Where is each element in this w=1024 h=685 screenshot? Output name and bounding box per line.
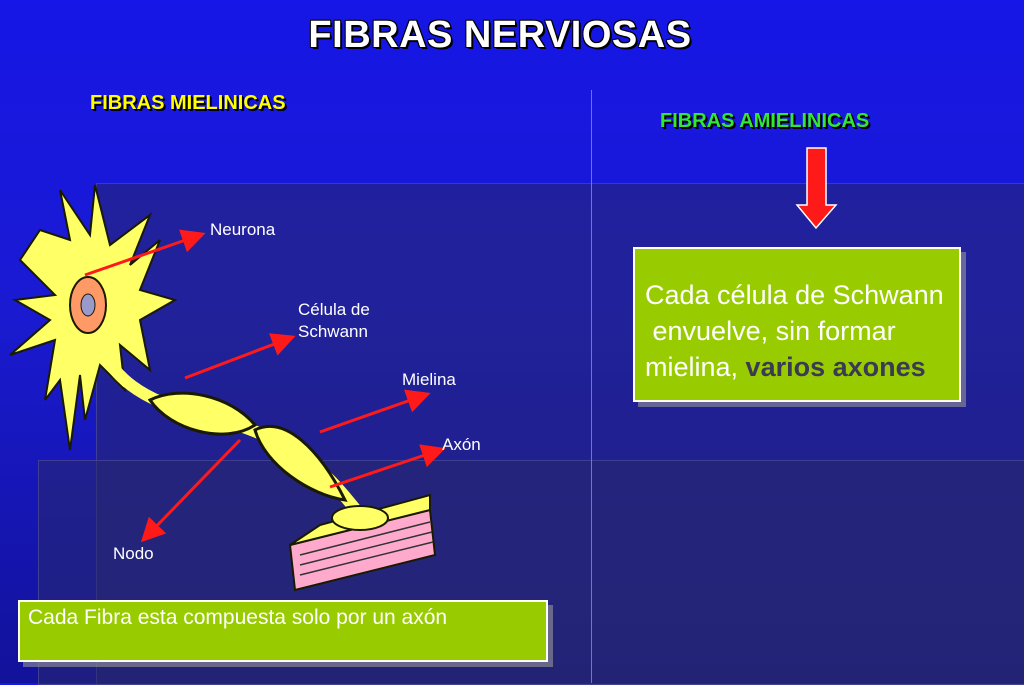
subtitle-mielinicas: FIBRAS MIELINICAS xyxy=(90,92,286,114)
column-divider xyxy=(591,90,592,683)
label-celula-line1: Célula de xyxy=(298,300,370,319)
axon xyxy=(110,366,370,525)
down-arrow-icon xyxy=(795,147,838,230)
amielinicas-description-box: Cada célula de Schwann envuelve, sin for… xyxy=(633,247,961,402)
box-line-3: mielina, varios axones xyxy=(645,349,959,385)
subtitle-amielinicas: FIBRAS AMIELINICAS xyxy=(660,110,870,132)
nucleolus xyxy=(80,293,96,317)
myelin-segment-2 xyxy=(253,425,348,502)
label-nodo: Nodo xyxy=(113,544,154,563)
label-mielina: Mielina xyxy=(402,370,456,389)
motor-end-plate xyxy=(331,505,389,531)
slide-title: FIBRAS NERVIOSAS xyxy=(308,14,692,56)
myelin-segment-1 xyxy=(147,391,258,436)
label-neurona: Neurona xyxy=(210,220,276,239)
box-line-2: envuelve, sin formar xyxy=(645,316,896,346)
box-line-1: Cada célula de Schwann xyxy=(645,280,944,310)
label-celula-line2: Schwann xyxy=(298,322,368,341)
box-line-3-plain: mielina, xyxy=(645,352,746,382)
pointer-arrows xyxy=(84,229,446,543)
box-line-3-bold: varios axones xyxy=(745,352,926,382)
label-axon: Axón xyxy=(442,435,481,454)
mielinicas-description-box: Cada Fibra esta compuesta solo por un ax… xyxy=(18,600,548,662)
